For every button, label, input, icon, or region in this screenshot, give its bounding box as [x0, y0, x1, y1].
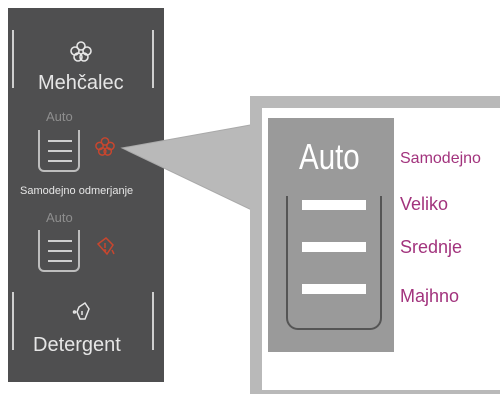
softener-level-bar — [48, 160, 72, 162]
detergent-level-bar — [48, 240, 72, 242]
detergent-level-bar — [48, 250, 72, 252]
zoom-level-bar-low — [302, 284, 366, 294]
detergent-label: Detergent — [33, 334, 121, 356]
auto-dosing-label: Samodejno odmerjanje — [20, 185, 134, 197]
flower-warning-icon — [95, 137, 115, 156]
detergent-level-bar — [48, 260, 72, 262]
control-panel — [8, 8, 164, 382]
detergent-bottle-icon — [72, 301, 90, 320]
bracket-right-top — [152, 30, 154, 88]
softener-level-bar — [48, 140, 72, 142]
zoom-level-bar-high — [302, 200, 366, 210]
zoom-level-indicator — [286, 196, 382, 330]
zoom-level-bar-medium — [302, 242, 366, 252]
bracket-left-bottom — [12, 292, 14, 350]
auto-label-top: Auto — [46, 109, 73, 124]
option-small: Majhno — [400, 286, 460, 306]
softener-level-bar — [48, 150, 72, 152]
detergent-level-indicator[interactable] — [38, 230, 80, 272]
softener-level-indicator[interactable] — [38, 130, 80, 172]
flower-icon — [70, 41, 92, 62]
zoom-auto-label: Auto — [299, 136, 360, 177]
option-large: Veliko — [400, 194, 449, 214]
zoom-indicator-panel — [268, 118, 394, 352]
auto-label-bottom: Auto — [46, 210, 73, 225]
detergent-warning-icon — [96, 237, 115, 256]
softener-label: Mehčalec — [38, 72, 124, 94]
bracket-right-bottom — [152, 292, 154, 350]
bracket-left-top — [12, 30, 14, 88]
option-medium: Srednje — [400, 237, 463, 257]
option-auto: Samodejno — [400, 150, 481, 167]
